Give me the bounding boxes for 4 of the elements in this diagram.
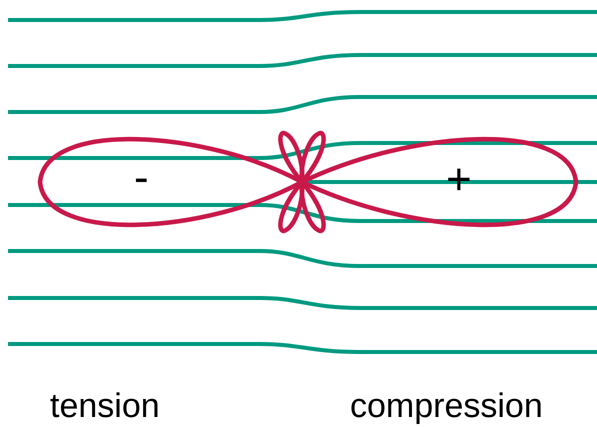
region-label: compression <box>350 386 543 426</box>
sign-label: - <box>134 156 149 200</box>
positive-lobe <box>300 134 580 230</box>
region-label: tension <box>50 386 160 426</box>
